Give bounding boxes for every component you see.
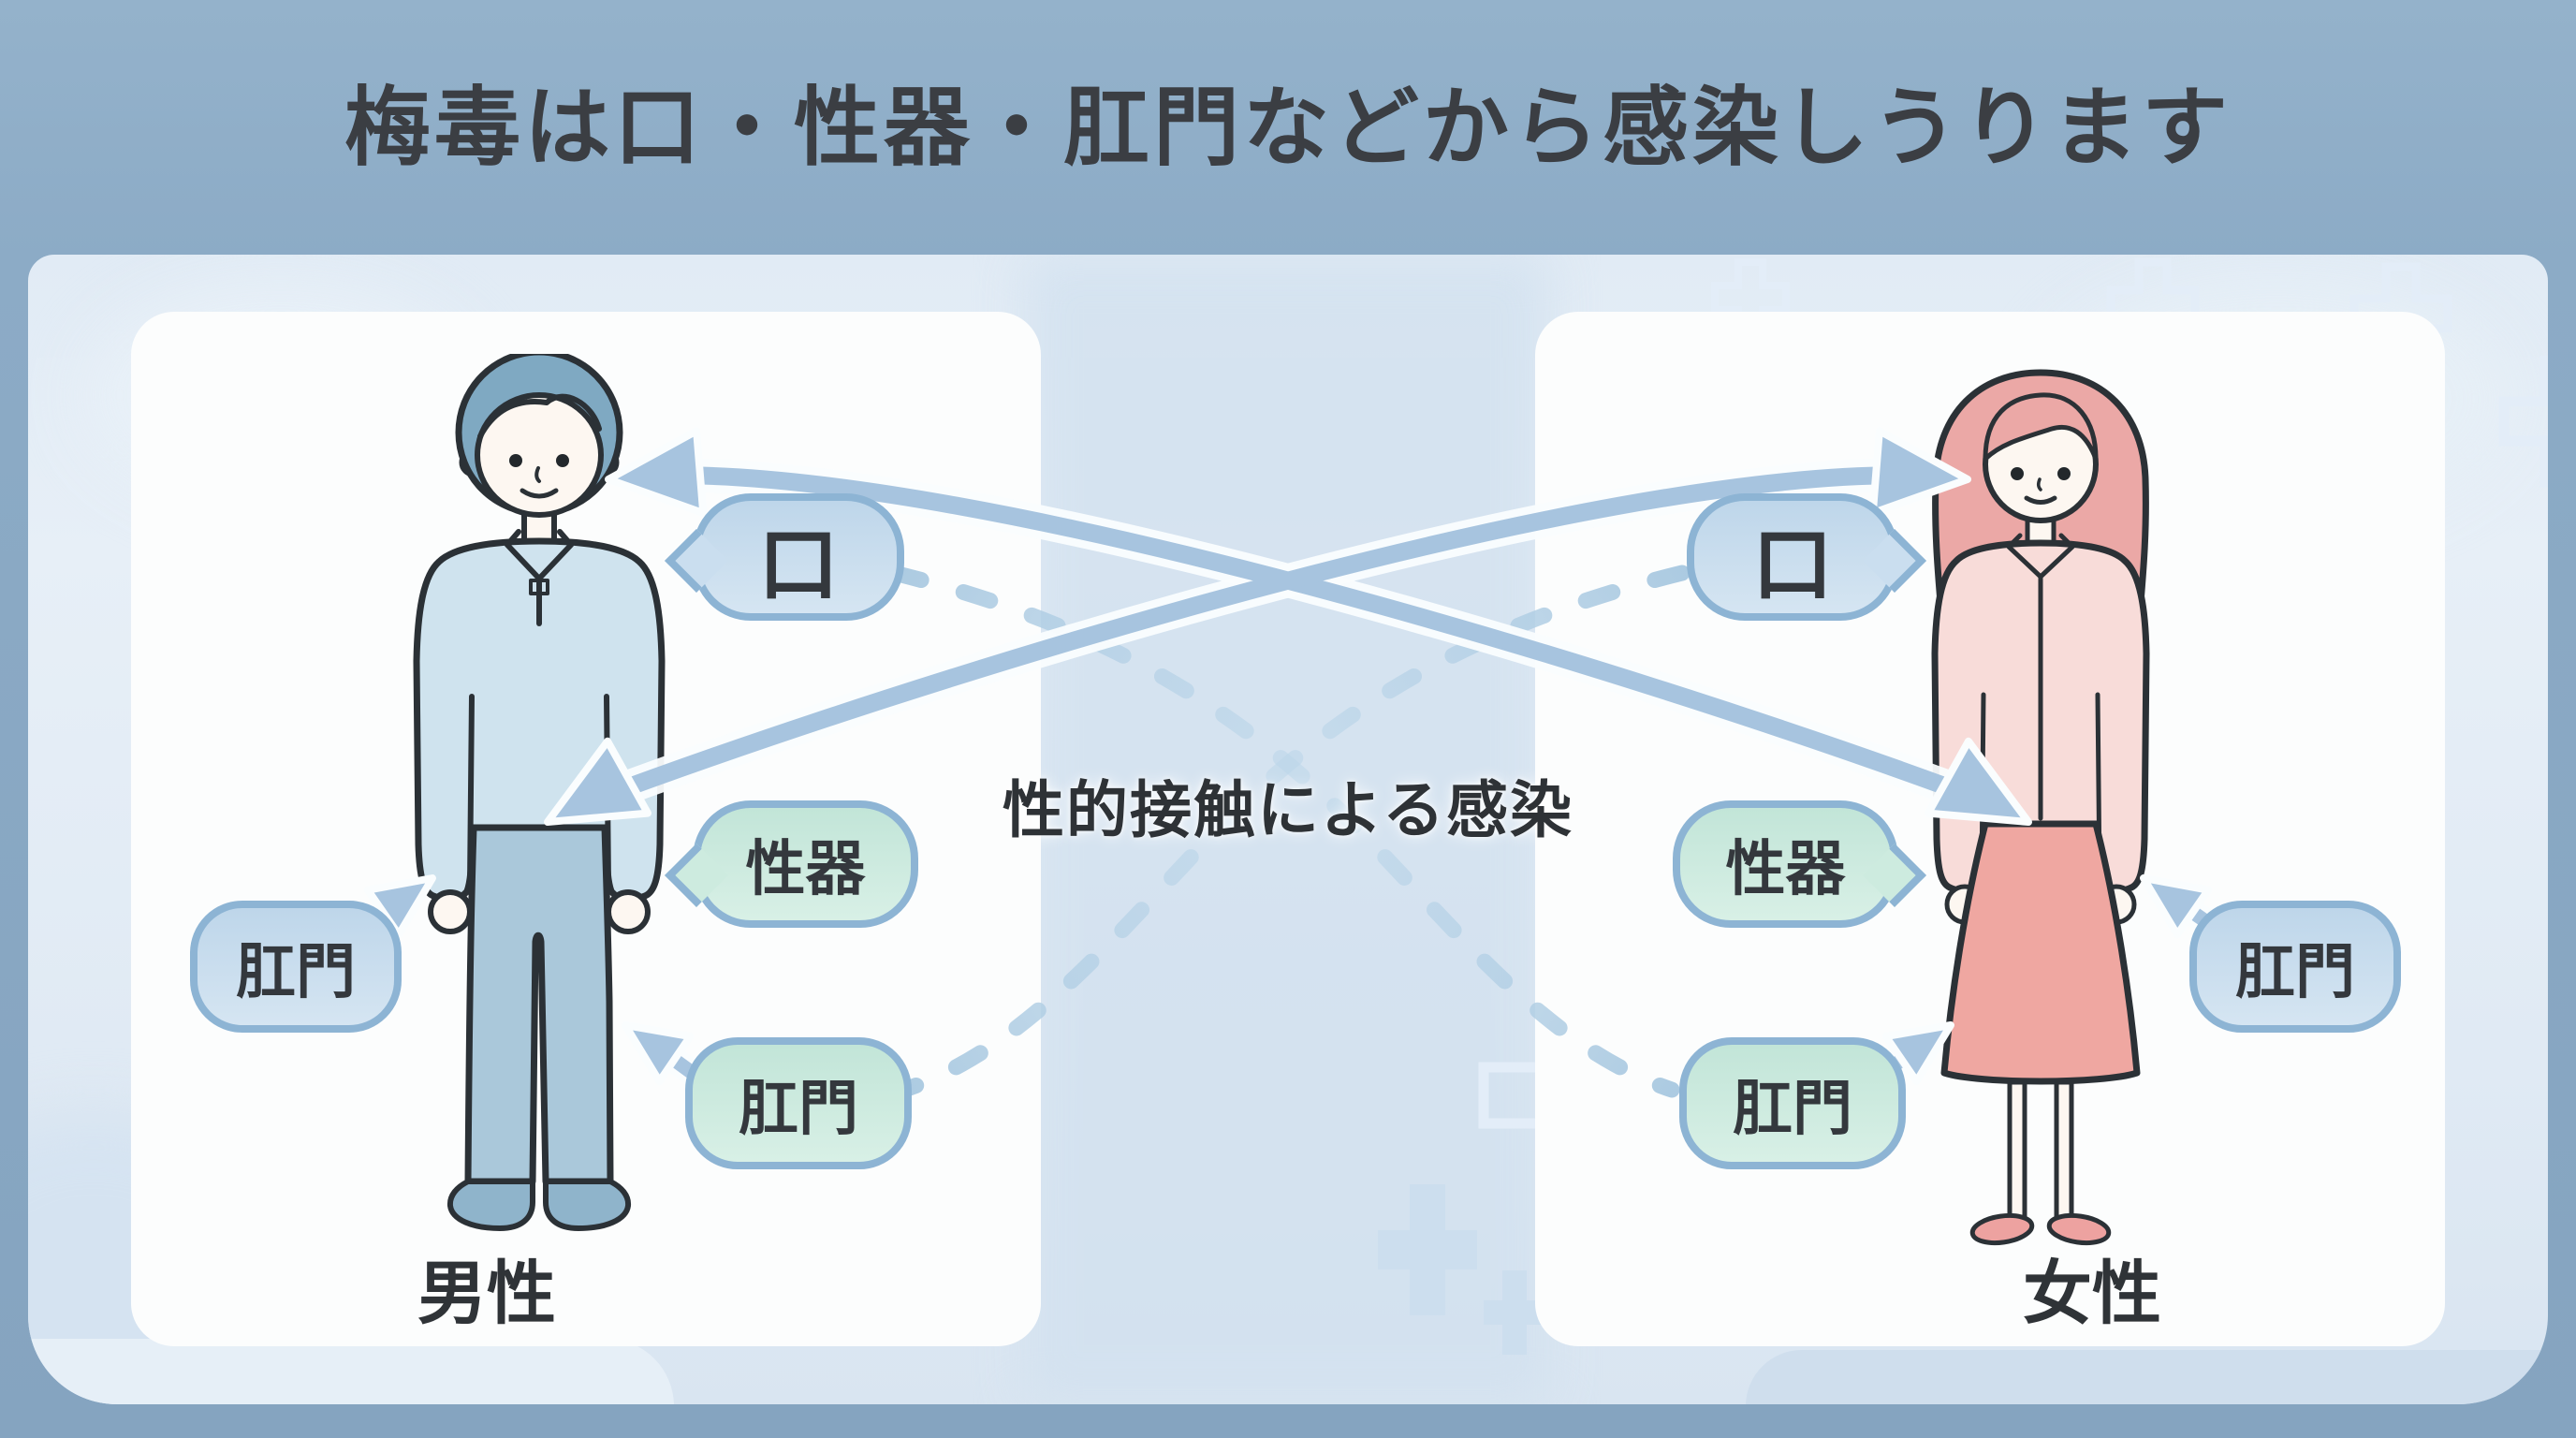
female-genitals-bubble: 性器 [1673, 800, 1926, 928]
female-mouth-label: 口 [1752, 518, 1833, 612]
male-anus-outer-label: 肛門 [236, 937, 356, 1007]
medical-cross-icon [1484, 1270, 1545, 1355]
female-mouth-bubble: 口 [1687, 493, 1926, 621]
male-mouth-bubble: 口 [665, 493, 904, 621]
male-genitals-bubble: 性器 [665, 800, 918, 928]
male-figure-illustration [413, 354, 666, 1231]
male-genitals-label: 性器 [745, 835, 866, 904]
male-mouth-label: 口 [758, 518, 839, 612]
female-anus-inner-label: 肛門 [1733, 1074, 1852, 1144]
male-anus-outer-bubble: 肛門 [190, 901, 402, 1033]
female-anus-outer-bubble: 肛門 [2189, 901, 2401, 1033]
female-figure-illustration [1931, 369, 2150, 1246]
female-anus-inner-bubble: 肛門 [1679, 1037, 1906, 1169]
male-caption: 男性 [417, 1254, 556, 1334]
sexual-contact-caption: 性的接触による感染 [1002, 774, 1574, 846]
medical-cross-icon [1378, 1184, 1477, 1315]
bottom-wedge-decoration [1746, 1350, 2548, 1404]
female-genitals-label: 性器 [1725, 835, 1846, 904]
bottom-wedge-decoration [28, 1339, 674, 1404]
female-caption: 女性 [2023, 1254, 2161, 1334]
medical-cross-icon [2498, 355, 2548, 488]
male-anus-inner-bubble: 肛門 [685, 1037, 912, 1169]
page-title: 梅毒は口・性器・肛門などから感染しうります [344, 78, 2232, 178]
female-anus-outer-label: 肛門 [2235, 937, 2355, 1007]
male-anus-inner-label: 肛門 [739, 1074, 858, 1144]
